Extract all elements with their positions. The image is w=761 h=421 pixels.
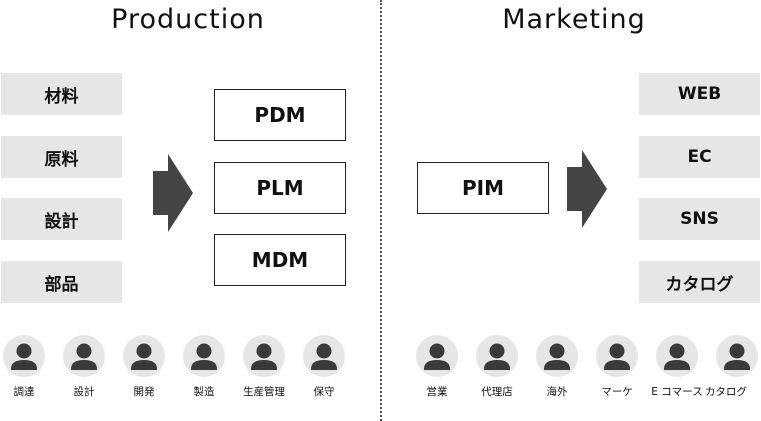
person-label-maintenance: 保守 — [313, 386, 335, 398]
input-box-design: 設計 — [1, 198, 122, 240]
input-box-raw-materials: 原料 — [1, 136, 122, 178]
person-label-development: 開発 — [133, 386, 155, 398]
output-box-web: WEB — [639, 73, 760, 115]
output-box-catalog: カタログ — [639, 261, 760, 303]
person-label-ecommerce: E コマース — [651, 386, 703, 398]
marketing-heading: Marketing — [502, 4, 646, 35]
arrow-right-icon — [153, 154, 193, 232]
person-icon — [183, 335, 225, 377]
person-icon — [656, 335, 698, 377]
person-label-production-control: 生産管理 — [243, 386, 285, 398]
output-box-sns: SNS — [639, 198, 760, 240]
person-icon — [716, 335, 758, 377]
person-icon — [243, 335, 285, 377]
person-icon — [536, 335, 578, 377]
system-box-pim: PIM — [417, 162, 549, 214]
person-icon — [123, 335, 165, 377]
person-label-procurement: 調達 — [13, 386, 35, 398]
input-box-materials: 材料 — [1, 73, 122, 115]
section-divider — [380, 0, 382, 421]
production-heading: Production — [111, 4, 265, 35]
input-box-parts: 部品 — [1, 261, 122, 303]
person-icon — [303, 335, 345, 377]
person-label-catalog: カタログ — [705, 386, 747, 398]
person-label-design: 設計 — [73, 386, 95, 398]
output-box-ec: EC — [639, 136, 760, 178]
person-icon — [596, 335, 638, 377]
person-label-overseas: 海外 — [546, 386, 568, 398]
person-icon — [63, 335, 105, 377]
person-icon — [476, 335, 518, 377]
system-box-plm: PLM — [214, 162, 346, 214]
person-label-agency: 代理店 — [481, 386, 513, 398]
system-box-pdm: PDM — [214, 89, 346, 141]
person-icon — [3, 335, 45, 377]
person-label-manufacturing: 製造 — [193, 386, 215, 398]
person-icon — [416, 335, 458, 377]
system-box-mdm: MDM — [214, 234, 346, 286]
person-label-sales: 営業 — [426, 386, 448, 398]
arrow-right-icon — [567, 150, 607, 228]
person-label-marketing: マーケ — [601, 386, 633, 398]
